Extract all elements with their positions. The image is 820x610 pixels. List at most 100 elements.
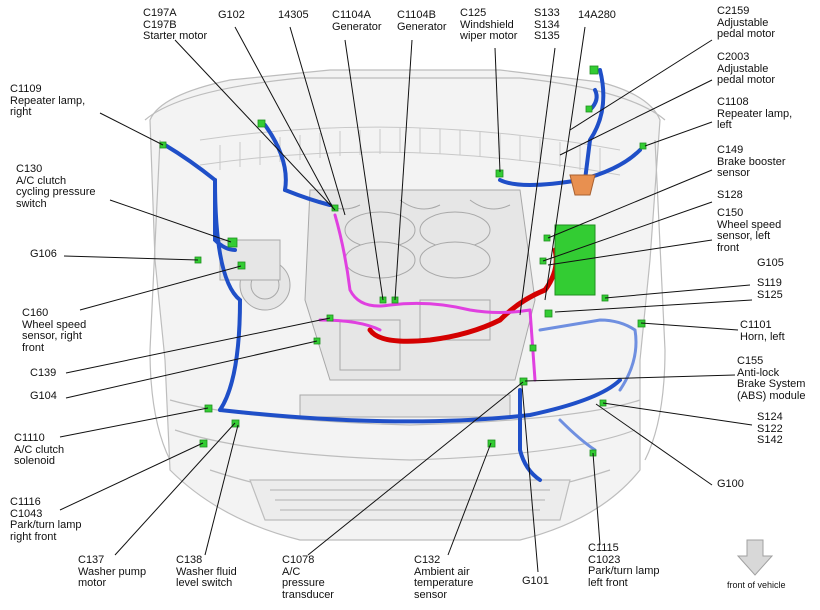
label-line: C2159	[717, 5, 750, 17]
label-g104: G104	[30, 390, 57, 403]
label-line: G101	[522, 575, 549, 587]
label-line: Adjustable	[717, 62, 769, 75]
reservoir	[569, 174, 596, 196]
label-line: right	[10, 106, 32, 118]
label-line: Washer fluid	[176, 565, 237, 578]
label-line: Repeater lamp,	[717, 107, 793, 120]
label-line: G106	[30, 248, 57, 260]
label-line: transducer	[282, 588, 334, 601]
label-line: 14A280	[578, 9, 616, 21]
label-line: C197A	[143, 7, 177, 19]
front-arrow-icon	[736, 539, 774, 576]
label-line: G100	[717, 478, 744, 490]
label-line: pressure	[282, 577, 325, 589]
label-line: C1101	[740, 319, 772, 331]
label-line: S128	[717, 189, 743, 201]
label-line: C2003	[717, 51, 750, 63]
label-line: Washer pump	[78, 565, 147, 578]
label-line: S125	[757, 288, 783, 301]
label-line: left front	[588, 576, 628, 589]
label-line: C1043	[10, 507, 43, 520]
label-line: S133	[534, 7, 560, 19]
label-line: (ABS) module	[737, 389, 806, 402]
label-line: C132	[414, 554, 441, 566]
label-line: C160	[22, 307, 49, 319]
label-line: sensor	[414, 588, 448, 601]
label-14a280: 14A280	[578, 9, 616, 22]
label-line: Wheel speed	[22, 318, 87, 331]
label-line: temperature	[414, 577, 474, 589]
label-line: wiper motor	[460, 30, 518, 42]
label-line: C138	[176, 554, 203, 566]
label-line: 14305	[278, 9, 309, 21]
label-line: A/C clutch	[14, 443, 65, 456]
label-line: Ambient air	[414, 565, 470, 578]
label-line: Brake booster	[717, 155, 786, 168]
front-of-vehicle-label: front of vehicle	[727, 580, 786, 590]
label-line: C1110	[14, 432, 45, 444]
label-line: C1104A	[332, 9, 371, 21]
label-line: C1108	[717, 96, 749, 108]
label-line: C1109	[10, 83, 42, 95]
label-line: switch	[16, 197, 47, 210]
label-line: C125	[460, 7, 487, 19]
label-line: A/C clutch	[16, 174, 67, 187]
label-line: front	[717, 241, 740, 254]
label-line: Brake System	[737, 378, 806, 390]
label-line: S134	[534, 18, 560, 31]
label-line: front	[22, 341, 45, 354]
label-line: A/C	[282, 565, 301, 578]
label-line: C130	[16, 163, 43, 175]
label-line: C149	[717, 144, 744, 156]
label-line: G105	[757, 257, 784, 269]
label-line: Horn, left	[740, 330, 785, 343]
label-line: Park/turn lamp	[588, 565, 660, 577]
label-line: sensor, left	[717, 230, 771, 242]
harness-blue	[163, 68, 642, 482]
label-g100: G100	[717, 478, 744, 491]
label-line: Generator	[332, 20, 382, 33]
label-line: C1104B	[397, 9, 436, 21]
label-g106: G106	[30, 248, 57, 261]
engine	[219, 189, 536, 418]
label-g101: G101	[522, 575, 549, 588]
label-c139: C139	[30, 367, 56, 380]
label-line: G104	[30, 390, 57, 402]
label-line: C1115	[588, 542, 619, 554]
label-line: S119	[757, 277, 782, 289]
abs-module	[554, 224, 596, 296]
label-g102: G102	[218, 9, 245, 22]
label-line: S122	[757, 422, 783, 435]
label-line: S142	[757, 434, 783, 446]
label-line: left	[717, 119, 732, 131]
label-line: G102	[218, 9, 245, 21]
label-line: C1116	[10, 496, 41, 508]
label-line: Generator	[397, 20, 447, 33]
label-line: C1078	[282, 554, 315, 566]
leader-lines	[59, 26, 753, 573]
label-line: S135	[534, 30, 560, 42]
